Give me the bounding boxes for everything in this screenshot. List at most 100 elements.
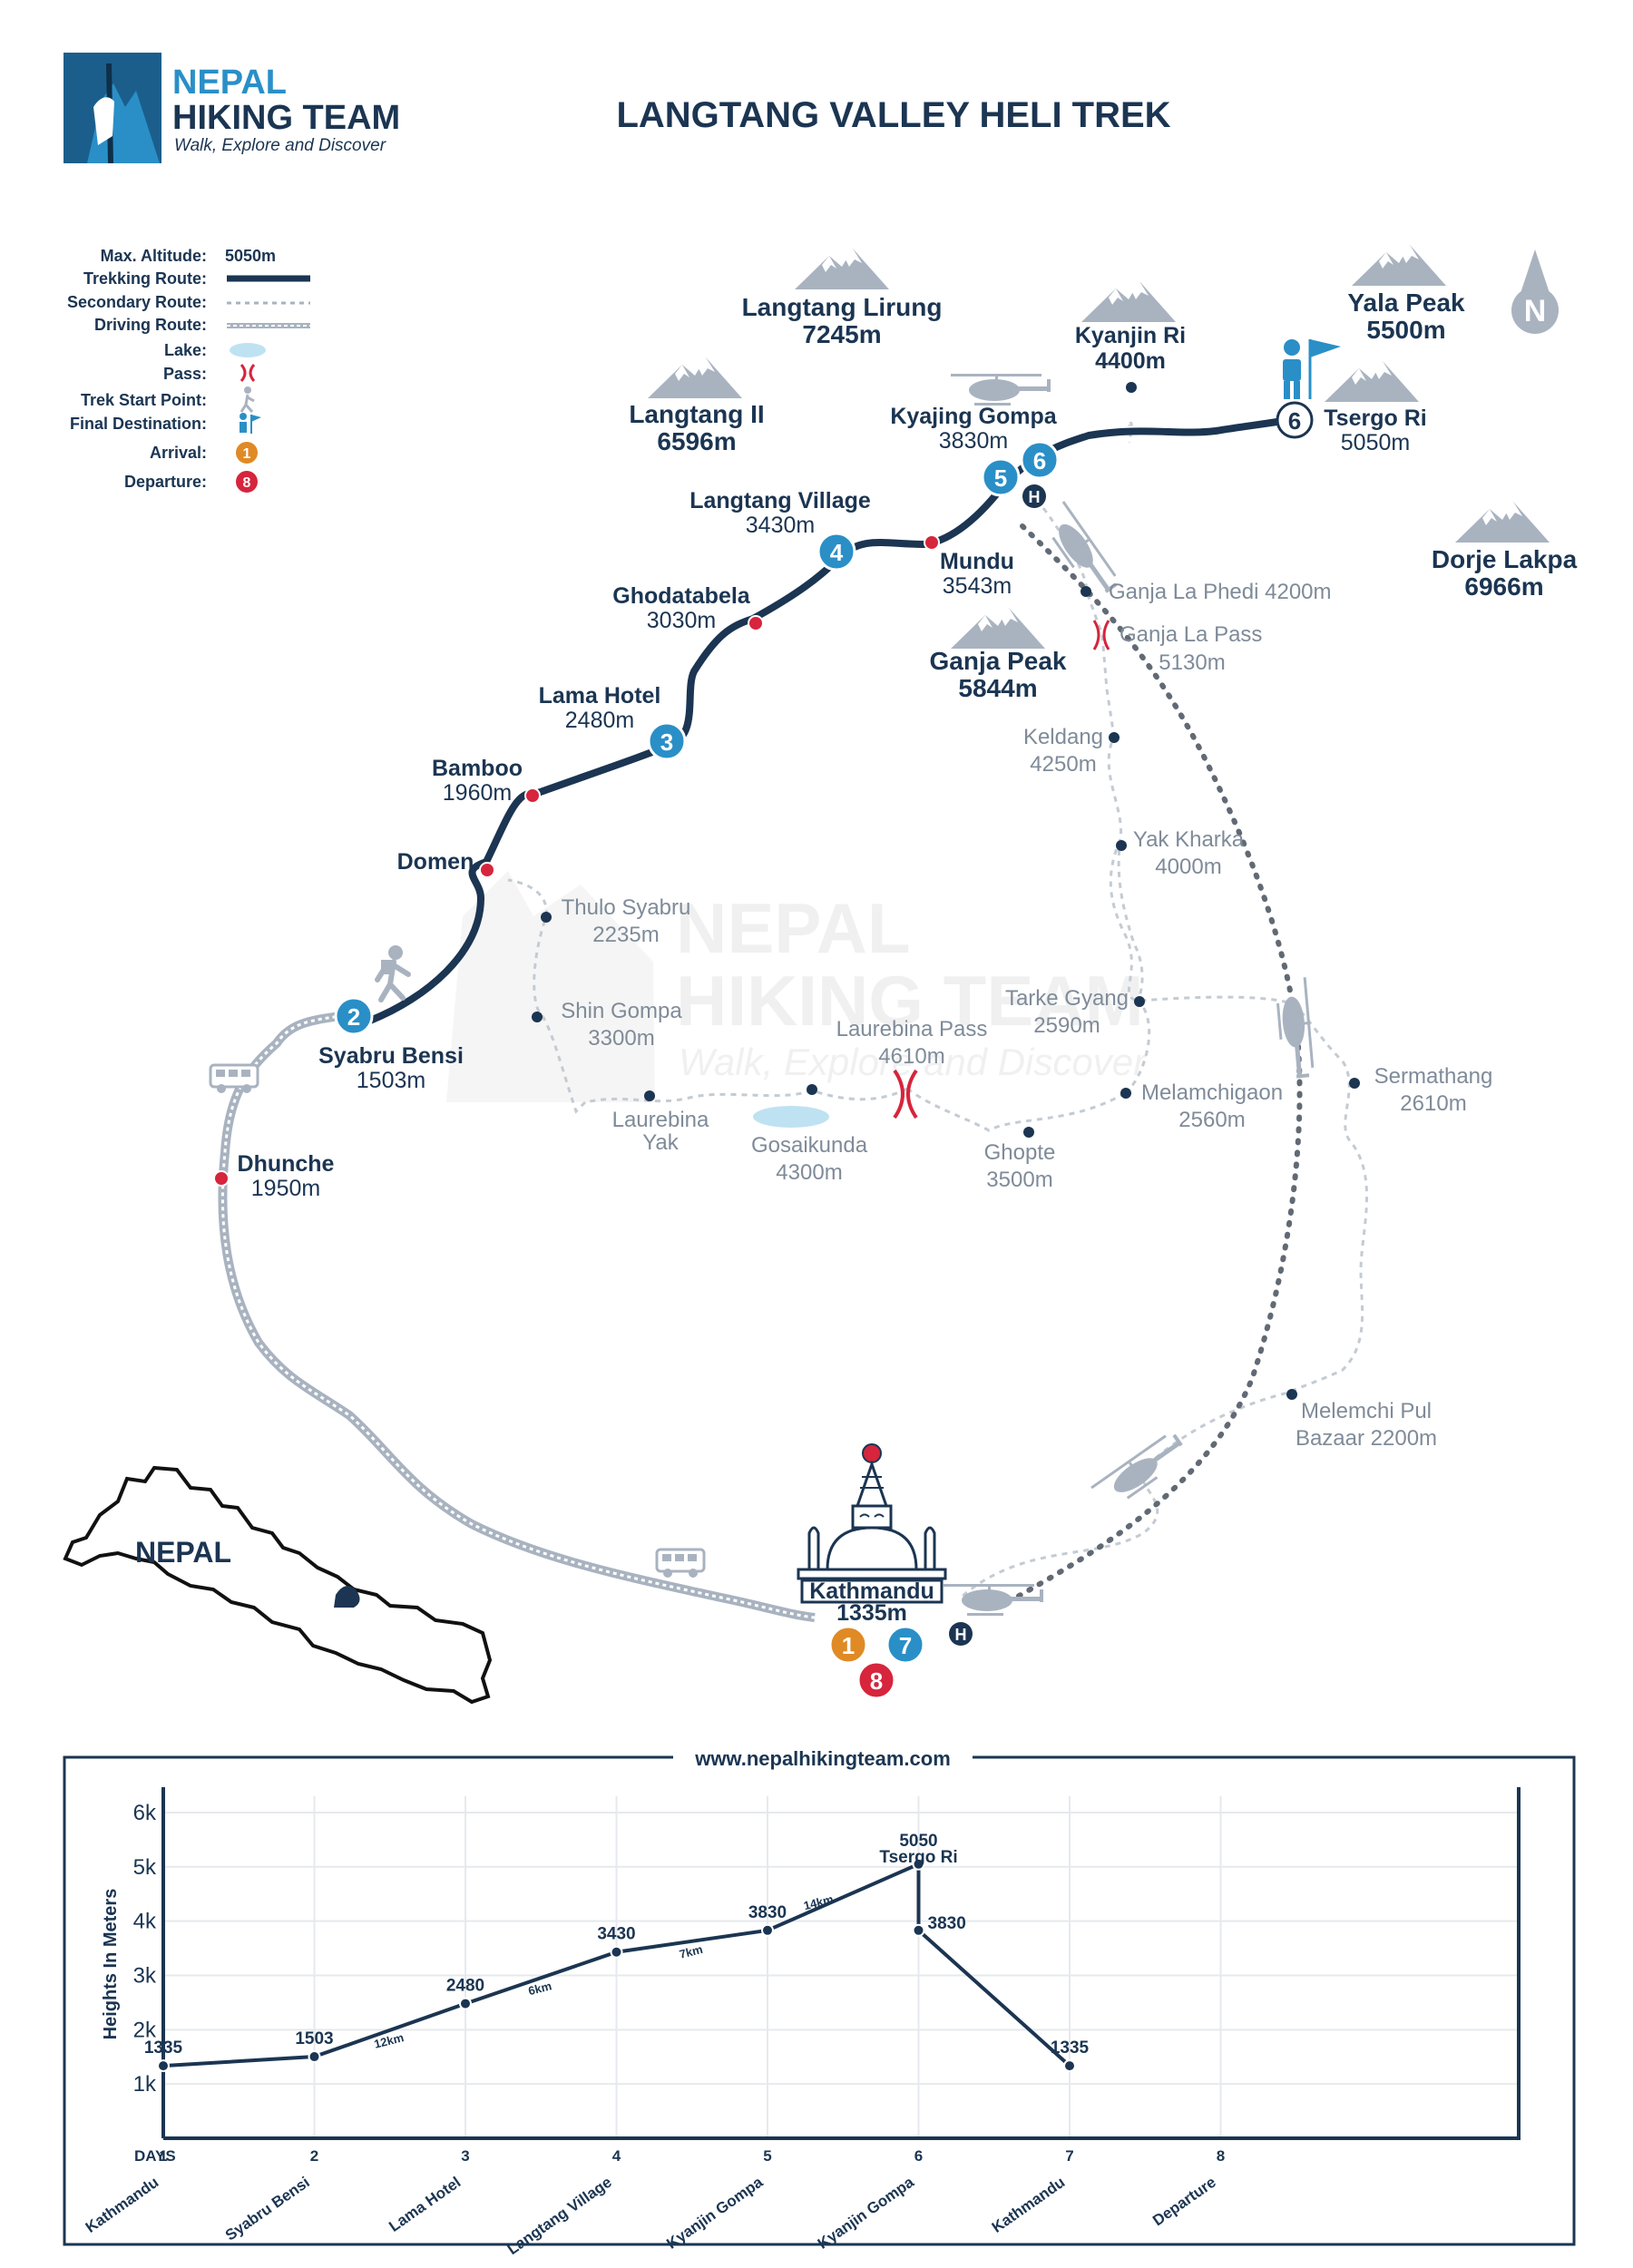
peak-name: Kyanjin Ri xyxy=(1075,323,1186,348)
compass-icon: N xyxy=(1511,249,1559,334)
helipad-icon xyxy=(1022,484,1046,508)
peak-name: Tsergo Ri xyxy=(1324,406,1426,431)
mountain-icon xyxy=(1081,281,1176,322)
day-marker: 2 xyxy=(334,996,374,1036)
stop-name: Langtang Village xyxy=(689,488,871,513)
bus-icon xyxy=(655,1548,706,1579)
peak-alt: 6596m xyxy=(657,427,736,455)
brand-logo: NEPAL HIKING TEAM Walk, Explore and Disc… xyxy=(64,53,400,164)
day-marker: 5 xyxy=(981,457,1021,497)
legend-max-altitude-label: Max. Altitude: xyxy=(101,247,207,265)
day-number: 1 xyxy=(159,2147,167,2165)
mountain-icon xyxy=(1455,502,1550,543)
distance-label: 6km xyxy=(527,1979,553,1998)
peak-alt: 6966m xyxy=(1464,572,1543,601)
helicopter-icon xyxy=(1274,977,1315,1080)
legend-departure-label: Departure: xyxy=(124,473,207,491)
y-axis-label: Heights In Meters xyxy=(101,1889,121,2040)
stop-alt: 3543m xyxy=(943,573,1012,599)
elevation-chart-frame xyxy=(63,1755,1576,2246)
legend-trekking-route-label: Trekking Route: xyxy=(83,269,207,288)
peak-name: Dorje Lakpa xyxy=(1432,545,1578,573)
day-marker: 7 xyxy=(885,1625,925,1665)
pass-icon xyxy=(1092,620,1110,650)
stop-dot xyxy=(479,862,495,878)
day-number: 6 xyxy=(914,2147,923,2165)
y-tick-label: 2k xyxy=(133,2018,157,2042)
pass-icon xyxy=(893,1069,918,1119)
stop-dot xyxy=(213,1170,230,1187)
flag-person-icon xyxy=(1283,339,1341,399)
secondary-stop-name: Thulo Syabru xyxy=(562,895,691,920)
y-tick-label: 4k xyxy=(133,1910,157,1934)
day-marker-num: 2 xyxy=(347,1003,360,1031)
website-link[interactable]: www.nepalhikingteam.com xyxy=(694,1747,951,1770)
day-marker: 1 xyxy=(828,1625,868,1665)
data-label: 5050 xyxy=(899,1832,937,1851)
helipad-icon xyxy=(949,1622,973,1646)
day-label: Kathmandu xyxy=(989,2174,1068,2236)
day-marker-num: 5 xyxy=(994,464,1007,492)
secondary-stop-name: Laurebina Pass xyxy=(836,1017,988,1041)
day-marker: 6 xyxy=(1276,401,1314,439)
lake-icon xyxy=(753,1106,829,1128)
stop-alt: 3430m xyxy=(746,513,815,538)
day-marker-num: 1 xyxy=(842,1632,855,1659)
secondary-stop-alt: Yak xyxy=(642,1130,680,1155)
stop-alt: 3830m xyxy=(939,428,1008,454)
secondary-routes xyxy=(507,421,1368,1598)
day-marker-num: 6 xyxy=(1288,407,1301,435)
day-marker: 6 xyxy=(1020,440,1060,480)
secondary-stop-alt: 4250m xyxy=(1030,752,1096,777)
legend-max-altitude-value: 5050m xyxy=(225,247,276,265)
secondary-stop-name: Keldang xyxy=(1023,725,1103,749)
data-point xyxy=(1063,2059,1076,2073)
stop-alt: 2480m xyxy=(565,708,634,733)
brand-tagline: Walk, Explore and Discover xyxy=(174,136,386,155)
secondary-stop-name: Ghopte xyxy=(984,1140,1056,1165)
helipad-label: H xyxy=(1029,488,1041,506)
hiker-icon xyxy=(240,386,255,413)
stop-name: Mundu xyxy=(940,549,1014,574)
peak-alt: 5500m xyxy=(1366,316,1445,344)
mountain-icon xyxy=(1352,245,1446,286)
departure-marker-icon xyxy=(236,471,258,493)
day-label: Kyanjin Gompa xyxy=(663,2173,766,2252)
data-label: 1503 xyxy=(295,2029,333,2048)
legend-arrival-label: Arrival: xyxy=(150,444,207,462)
secondary-stop-name: Laurebina xyxy=(612,1108,709,1132)
country-label: NEPAL xyxy=(135,1536,231,1569)
data-point xyxy=(308,2050,321,2064)
data-point xyxy=(912,1857,925,1871)
secondary-stop-alt: 2560m xyxy=(1178,1108,1245,1132)
day-label: Lama Hotel xyxy=(386,2174,464,2235)
distance-label: 7km xyxy=(678,1942,704,1961)
day-marker: 3 xyxy=(647,721,687,761)
watermark: NEPAL HIKING TEAM Walk, Explore and Disc… xyxy=(446,871,1148,1102)
data-label: 2480 xyxy=(446,1977,484,1996)
day-number: 2 xyxy=(310,2147,318,2165)
secondary-stop-alt: 3500m xyxy=(986,1168,1052,1192)
peak-alt: 5844m xyxy=(958,674,1037,702)
day-marker-num: 3 xyxy=(660,728,673,756)
legend-pass-label: Pass: xyxy=(163,365,207,383)
legend-arrival-num: 1 xyxy=(243,446,251,462)
secondary-stop-name: Shin Gompa xyxy=(561,999,682,1023)
stop-dot xyxy=(924,534,940,551)
stop-alt: 1950m xyxy=(251,1176,320,1201)
day-number: 7 xyxy=(1065,2147,1073,2165)
stop-dot xyxy=(1126,382,1137,393)
stupa-icon xyxy=(797,1443,947,1604)
mountain-icon xyxy=(1325,361,1419,402)
stop-dot xyxy=(524,787,541,804)
secondary-stop-name: Yak Kharka xyxy=(1133,827,1245,852)
peak-alt: 7245m xyxy=(802,320,881,348)
peak-name-label: Tsergo Ri xyxy=(879,1848,957,1867)
day-marker: 4 xyxy=(816,532,856,572)
stop-name: Domen xyxy=(397,849,474,875)
flag-person-icon xyxy=(240,413,261,434)
day-label: Kyanjin Gompa xyxy=(815,2173,917,2252)
nepal-outline xyxy=(63,1465,493,1705)
legend-trek-start-label: Trek Start Point: xyxy=(81,391,207,409)
pass-icon xyxy=(240,364,256,382)
